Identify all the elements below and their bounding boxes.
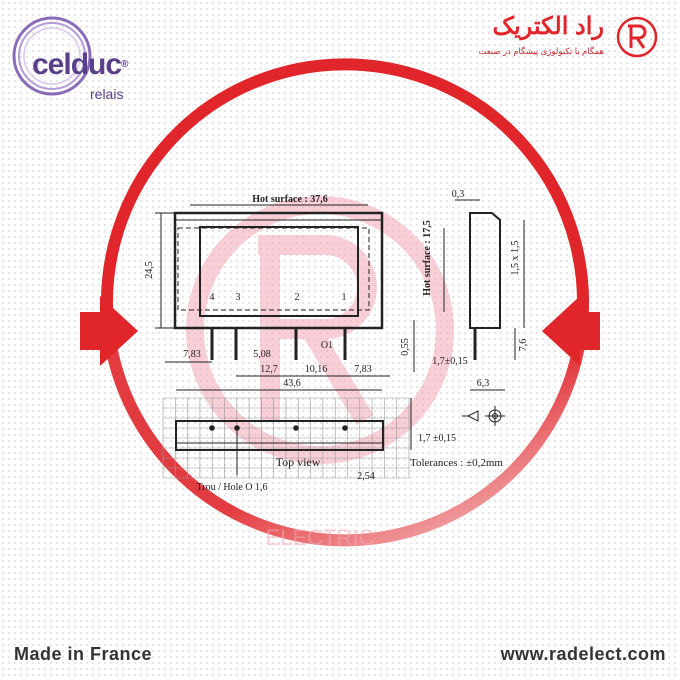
dim-label: 1,7 ±0,15 <box>418 433 456 444</box>
side-view <box>443 199 525 391</box>
hole-label: Trou / Hole O 1,6 <box>196 482 267 493</box>
top-view <box>162 397 505 479</box>
dim-label: 2,54 <box>357 471 375 482</box>
brand-name: celduc <box>32 48 122 81</box>
dim-label: 0,3 <box>452 189 465 200</box>
side-view-labels: 0,3 Hot surface : 17,5 1,5 x 1,5 7,6 1,7… <box>422 189 529 389</box>
top-view-labels: Top view Trou / Hole O 1,6 2,54 1,7 ±0,1… <box>196 433 503 493</box>
watermark-text: ELECTRIC <box>266 525 375 550</box>
dim-label: 10,16 <box>305 364 328 375</box>
dim-label: 0,55 <box>400 338 411 356</box>
pin-label: 4 <box>210 292 215 303</box>
dim-label: 12,7 <box>260 364 278 375</box>
dim-label: 43,6 <box>283 378 301 389</box>
celduc-swirl-icon <box>12 16 92 96</box>
dim-label: 7,6 <box>518 339 529 352</box>
arrow-ring <box>80 58 600 547</box>
arrow-left-icon <box>542 296 600 366</box>
vendor-name: راد الکتریک <box>492 13 605 40</box>
chamfer-label: 1,5 x 1,5 <box>510 241 521 276</box>
pin-diameter-label: O1 <box>321 340 333 351</box>
brand-sub: relais <box>90 86 124 102</box>
dim-label: 6,3 <box>477 378 490 389</box>
tolerances-label: Tolerances : ±0,2mm <box>410 457 503 469</box>
pin-label: 2 <box>295 292 300 303</box>
height-label: 24,5 <box>144 261 155 279</box>
made-in-label: Made in France <box>14 644 153 664</box>
radelect-logo: راد الکتریک همگام با تکنولوژی پیشگام در … <box>478 12 668 62</box>
top-view-label: Top view <box>276 455 321 469</box>
dim-label: 7,83 <box>354 364 372 375</box>
dim-label: 1,7±0,15 <box>432 356 468 367</box>
projection-symbol-icon <box>462 406 505 426</box>
vendor-tagline: همگام با تکنولوژی پیشگام در صنعت <box>478 46 604 56</box>
r-emblem-icon <box>616 16 658 58</box>
front-view <box>155 204 415 391</box>
dim-label: 5,08 <box>253 349 271 360</box>
watermark-logo: ELECTRIC <box>186 196 454 550</box>
pin-label: 3 <box>236 292 241 303</box>
dim-label: 7,83 <box>183 349 201 360</box>
watermark-r-icon <box>258 235 377 426</box>
hot-surface-side-label: Hot surface : 17,5 <box>422 220 433 296</box>
front-view-labels: Hot surface : 37,6 24,5 4 3 2 1 7,83 5,0… <box>144 194 411 389</box>
hot-surface-front-label: Hot surface : 37,6 <box>252 194 328 205</box>
website-link[interactable]: www.radelect.com <box>500 644 666 664</box>
arrow-right-icon <box>80 296 138 366</box>
registered-mark: ® <box>121 59 128 70</box>
celduc-logo: celduc® relais <box>10 14 130 104</box>
pin-label: 1 <box>342 292 347 303</box>
